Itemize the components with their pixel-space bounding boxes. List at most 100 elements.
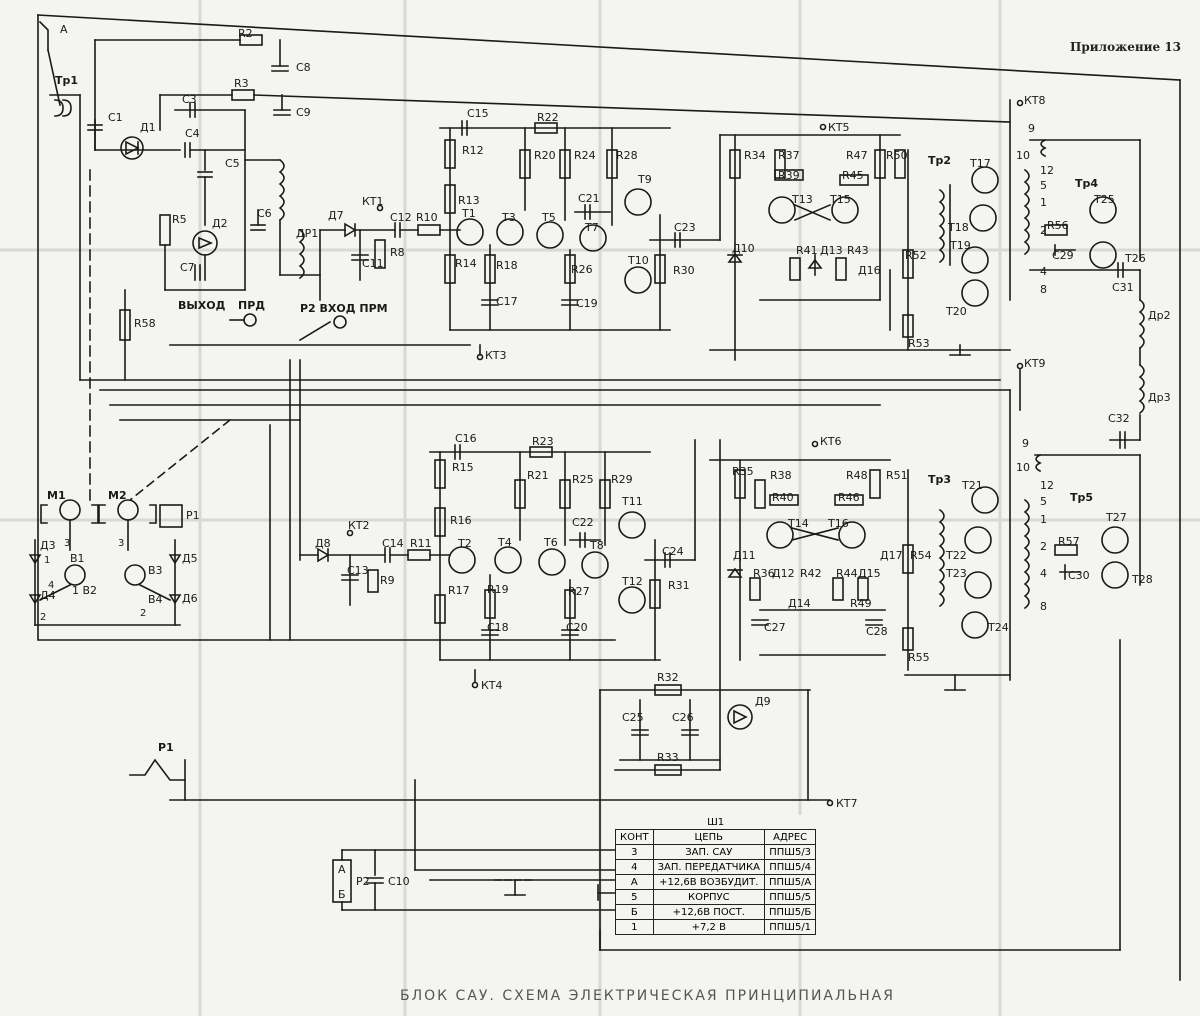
label-b3: В3 (148, 564, 163, 577)
label-c27: C27 (764, 621, 786, 634)
label-c1: C1 (108, 111, 123, 124)
label-r39: R39 (778, 169, 800, 182)
label-r15: R15 (452, 461, 474, 474)
cell-contact: 1 (615, 919, 654, 935)
label-r31: R31 (668, 579, 690, 592)
label-r43: R43 (847, 244, 869, 257)
label-t22: T22 (946, 549, 967, 562)
label-d12: Д12 (772, 567, 795, 580)
label-r20: R20 (534, 149, 556, 162)
label-c24: C24 (662, 545, 684, 558)
label-kt5: КТ5 (828, 121, 850, 134)
label-kt2: КТ2 (348, 519, 370, 532)
cell-circuit: ЗАП. САУ (652, 844, 765, 860)
label-pin-2-left: 2 (40, 612, 47, 623)
cell-circuit: ЗАП. ПЕРЕДАТЧИКА (652, 859, 765, 875)
table-row: 4 ЗАП. ПЕРЕДАТЧИКА ППШ5/4 (615, 859, 817, 875)
label-pin-1-left: 1 (44, 555, 51, 566)
column-header-contact: КОНТ (615, 829, 654, 845)
label-t9: T9 (638, 173, 652, 186)
label-r49: R49 (850, 597, 872, 610)
label-r36: R36 (753, 567, 775, 580)
label-d7: Д7 (328, 209, 344, 222)
label-r53: R53 (908, 337, 930, 350)
connector-table-title: Ш1 (615, 815, 816, 830)
label-r33: R33 (657, 751, 679, 764)
label-c28: C28 (866, 625, 888, 638)
label-c30: C30 (1068, 569, 1090, 582)
label-r18: R18 (496, 259, 518, 272)
label-winding-12-upper: 12 (1040, 164, 1054, 177)
label-d13: Д13 (820, 244, 843, 257)
label-t14: T14 (788, 517, 809, 530)
label-r46: R46 (838, 491, 860, 504)
label-t17: T17 (970, 157, 991, 170)
label-p1-contact: P1 (158, 741, 174, 754)
label-t16: T16 (828, 517, 849, 530)
label-c7: C7 (180, 261, 195, 274)
cell-address: ППШ5/1 (763, 919, 817, 935)
document-caption: БЛОК САУ. СХЕМА ЭЛЕКТРИЧЕСКАЯ ПРИНЦИПИАЛ… (400, 988, 895, 1004)
label-t25: T25 (1094, 193, 1115, 206)
label-d2: Д2 (212, 217, 228, 230)
cell-address: ППШ5/4 (763, 859, 817, 875)
label-c18: C18 (487, 621, 509, 634)
label-tr1: Тр1 (55, 74, 79, 87)
label-r34: R34 (744, 149, 766, 162)
label-c31: C31 (1112, 281, 1134, 294)
label-d8: Д8 (315, 537, 331, 550)
label-d4: Д4 (40, 589, 56, 602)
label-c6: C6 (257, 207, 272, 220)
label-c10: C10 (388, 875, 410, 888)
label-winding-8-upper: 8 (1040, 283, 1047, 296)
cell-circuit: +7,2 В (652, 919, 765, 935)
label-t19: T19 (950, 239, 971, 252)
label-winding-1-lower: 1 (1040, 513, 1047, 526)
connector-table: Ш1 КОНТ ЦЕПЬ АДРЕС 3 ЗАП. САУ ППШ5/3 4 З… (615, 815, 817, 935)
label-t11: T11 (622, 495, 643, 508)
label-d16: Д16 (858, 264, 881, 277)
label-winding-9-upper: 9 (1028, 122, 1035, 135)
label-winding-4-lower: 4 (1040, 567, 1047, 580)
label-r22: R22 (537, 111, 559, 124)
label-b1: В1 (70, 552, 85, 565)
label-winding-10-upper: 10 (1016, 149, 1030, 162)
label-p2: P2 (356, 875, 370, 888)
label-t15: T15 (830, 193, 851, 206)
label-r38: R38 (770, 469, 792, 482)
table-row: 5 КОРПУС ППШ5/5 (615, 889, 817, 905)
label-kt3: КТ3 (485, 349, 507, 362)
label-r58: R58 (134, 317, 156, 330)
column-header-address: АДРЕС (763, 829, 817, 845)
label-pin-3-right: 3 (118, 538, 125, 549)
label-c11: C11 (362, 257, 384, 270)
label-t8: T8 (590, 539, 604, 552)
label-t21: T21 (962, 479, 983, 492)
label-c21: C21 (578, 192, 600, 205)
label-tr5: Тр5 (1070, 491, 1094, 504)
label-d6: Д6 (182, 592, 198, 605)
label-t6: T6 (544, 536, 558, 549)
cell-circuit: КОРПУС (652, 889, 765, 905)
label-r24: R24 (574, 149, 596, 162)
label-r56: R56 (1047, 219, 1069, 232)
label-r10: R10 (416, 211, 438, 224)
label-c25: C25 (622, 711, 644, 724)
label-pin-4-left: 4 (48, 580, 55, 591)
label-p1: P1 (186, 509, 200, 522)
label-r51: R51 (886, 469, 908, 482)
cell-circuit: +12,6В ПОСТ. (652, 904, 765, 920)
label-r41: R41 (796, 244, 818, 257)
label-t7: T7 (585, 221, 599, 234)
table-row: А +12,6В ВОЗБУДИТ. ППШ5/А (615, 874, 817, 890)
label-r45: R45 (842, 169, 864, 182)
label-r16: R16 (450, 514, 472, 527)
label-c4: C4 (185, 127, 200, 140)
label-r48: R48 (846, 469, 868, 482)
label-c29: C29 (1052, 249, 1074, 262)
label-r25: R25 (572, 473, 594, 486)
label-winding-5-upper: 5 (1040, 179, 1047, 192)
label-c20: C20 (566, 621, 588, 634)
